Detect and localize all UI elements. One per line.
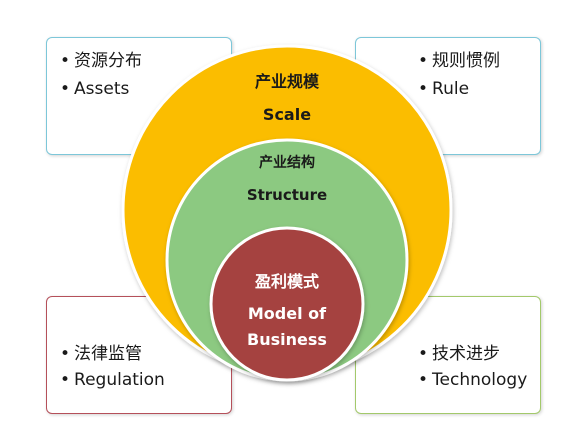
- structure-zh-label: 产业结构: [259, 155, 315, 171]
- bullet-mark: •: [60, 79, 71, 99]
- rule-zh-item: •规则惯例: [418, 51, 501, 71]
- business-model-en-label-1: Model of: [247, 304, 327, 323]
- bullet-mark: •: [418, 344, 429, 364]
- technology-en-item: •Technology: [418, 370, 528, 390]
- business-model-circle: [209, 226, 365, 382]
- bullet-mark: •: [60, 370, 71, 390]
- business-model-zh-label: 盈利模式: [254, 272, 319, 291]
- scale-en-label: Scale: [262, 105, 312, 124]
- rule-en-item: •Rule: [418, 79, 470, 99]
- bullet-mark: •: [418, 51, 429, 71]
- assets-zh-item: •资源分布: [60, 51, 143, 71]
- regulation-en-item: •Regulation: [60, 370, 165, 390]
- scale-zh-label: 产业规模: [254, 72, 319, 91]
- bullet-mark: •: [418, 370, 429, 390]
- bullet-mark: •: [60, 51, 71, 71]
- business-model-en-label-2: Business: [247, 330, 327, 349]
- structure-en-label: Structure: [246, 186, 328, 204]
- assets-en-item: •Assets: [60, 79, 130, 99]
- bullet-mark: •: [60, 344, 71, 364]
- technology-zh-item: •技术进步: [418, 344, 501, 364]
- bullet-mark: •: [418, 79, 429, 99]
- regulation-zh-item: •法律监管: [60, 344, 143, 364]
